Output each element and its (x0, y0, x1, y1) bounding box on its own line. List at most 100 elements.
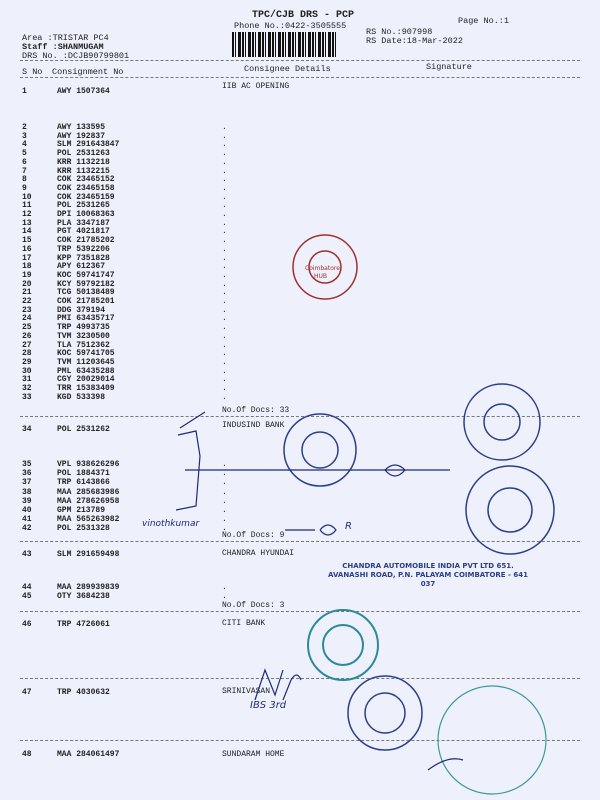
serial-number: 37 (22, 478, 32, 488)
serial-number: 18 (22, 262, 32, 272)
consignment-number: COK 23465152 (57, 175, 115, 185)
consignment-number: TRP 4030632 (57, 688, 110, 697)
ditto-mark: . (222, 496, 227, 506)
stamp-text: Coimbatore (305, 265, 340, 272)
ditto-mark: . (222, 166, 227, 176)
rs-date: RS Date:18-Mar-2022 (366, 36, 463, 46)
ditto-mark: . (222, 253, 227, 263)
consignment-number: KRR 1132215 (57, 166, 110, 176)
serial-number: 38 (22, 487, 32, 497)
consignment-number: DDG 379194 (57, 305, 106, 315)
consignment-number: CGY 20029014 (57, 375, 115, 385)
serial-number: 29 (22, 357, 32, 367)
consignment-number: COK 23465158 (57, 183, 115, 193)
consignment-number: OTY 3684238 (57, 592, 110, 601)
document-title: TPC/CJB DRS - PCP (252, 10, 355, 21)
docs-count: No.Of Docs: 3 (222, 601, 285, 610)
column-header-signature: Signature (426, 62, 472, 72)
ditto-mark: . (222, 297, 227, 306)
ditto-mark: . (222, 366, 227, 376)
divider (20, 541, 580, 542)
consignment-number: PGT 4021817 (57, 227, 110, 237)
consignment-number: VPL 938626296 (57, 460, 120, 469)
serial-number: 13 (22, 218, 32, 228)
area: Area :TRISTAR PC4 (22, 33, 109, 43)
column-header-consignment: Consignment No (52, 67, 124, 77)
ditto-mark: . (222, 210, 227, 219)
serial-number: 14 (22, 227, 32, 237)
staff: Staff :SHANMUGAM (22, 42, 104, 52)
ditto-mark: . (222, 331, 227, 341)
serial-number: 11 (22, 201, 32, 211)
ditto-mark: . (222, 149, 227, 159)
serial-number: 16 (22, 244, 32, 254)
chandra-stamp: CHANDRA AUTOMOBILE INDIA PVT LTD 651. AV… (328, 562, 528, 588)
serial-number: 23 (22, 305, 32, 315)
citi-stamp (307, 609, 379, 681)
serial-number: 32 (22, 384, 32, 393)
ditto-mark: . (222, 201, 227, 211)
ditto-mark: . (222, 506, 227, 515)
consignment-number: PMI 63435717 (57, 314, 115, 324)
consignment-number: COK 23465159 (57, 192, 115, 202)
consignment-number: TCG 50138489 (57, 288, 115, 298)
ditto-mark: . (222, 349, 227, 359)
serial-number: 26 (22, 331, 32, 341)
divider (20, 77, 580, 78)
serial-number: 12 (22, 210, 32, 219)
serial-number: 42 (22, 524, 32, 534)
consignment-number: KCY 59792182 (57, 279, 115, 289)
sundaram-stamp (437, 685, 547, 795)
consignment-number: GPM 213789 (57, 506, 106, 515)
serial-number: 2 (22, 123, 27, 132)
divider (20, 60, 580, 61)
serial-number: 35 (22, 460, 32, 469)
divider (20, 611, 580, 612)
ditto-mark: . (222, 357, 227, 367)
ditto-mark: . (222, 592, 227, 601)
serial-number: 20 (22, 279, 32, 289)
ditto-mark: . (222, 236, 227, 246)
consignment-number: TRP 4726061 (57, 620, 110, 629)
consignment-number: POL 2531328 (57, 524, 110, 534)
consignee-details: SUNDARAM HOME (222, 750, 285, 759)
ditto-mark: . (222, 524, 227, 534)
consignee-details: CHANDRA HYUNDAI (222, 549, 295, 558)
consignment-number: KRR 1132218 (57, 157, 110, 167)
column-header-sno: S No (22, 67, 43, 77)
serial-number: 48 (22, 750, 32, 759)
consignee-details: IIB AC OPENING (222, 82, 290, 91)
serial-number: 45 (22, 592, 32, 601)
serial-number: 24 (22, 314, 32, 324)
serial-number: 7 (22, 166, 27, 176)
docs-count: No.Of Docs: 33 (222, 406, 290, 415)
housing-stamp (347, 465, 555, 751)
consignment-number: TRP 6143866 (57, 478, 110, 488)
serial-number: 1 (22, 87, 27, 96)
consignment-number: MAA 289939839 (57, 583, 120, 592)
rs-number: RS No.:907998 (366, 27, 433, 37)
divider (20, 416, 580, 417)
serial-number: 3 (22, 131, 27, 141)
ditto-mark: . (222, 340, 227, 350)
ditto-mark: . (222, 131, 227, 141)
consignment-number: DPI 10068363 (57, 210, 115, 219)
consignment-number: COK 21785202 (57, 236, 115, 246)
consignment-number: POL 1884371 (57, 469, 110, 479)
phone-number: Phone No.:0422-3505555 (234, 21, 347, 31)
indusind-stamp-blue (283, 383, 541, 487)
consignment-number: TRR 15383409 (57, 384, 115, 393)
consignment-number: POL 2531262 (57, 425, 110, 434)
ditto-mark: . (222, 583, 227, 592)
consignment-number: KOC 59741747 (57, 270, 115, 280)
consignment-number: MAA 285683986 (57, 487, 120, 497)
consignment-number: TLA 7512362 (57, 340, 110, 350)
divider (20, 740, 580, 741)
consignment-number: SLM 291643847 (57, 140, 120, 150)
consignment-number: COK 21785201 (57, 297, 115, 306)
consignment-number: TVM 3230500 (57, 331, 110, 341)
serial-number: 21 (22, 288, 32, 298)
handwritten-mark: R (345, 521, 352, 532)
consignment-number: POL 2531263 (57, 149, 110, 159)
consignee-details: INDUSIND BANK (222, 421, 285, 430)
